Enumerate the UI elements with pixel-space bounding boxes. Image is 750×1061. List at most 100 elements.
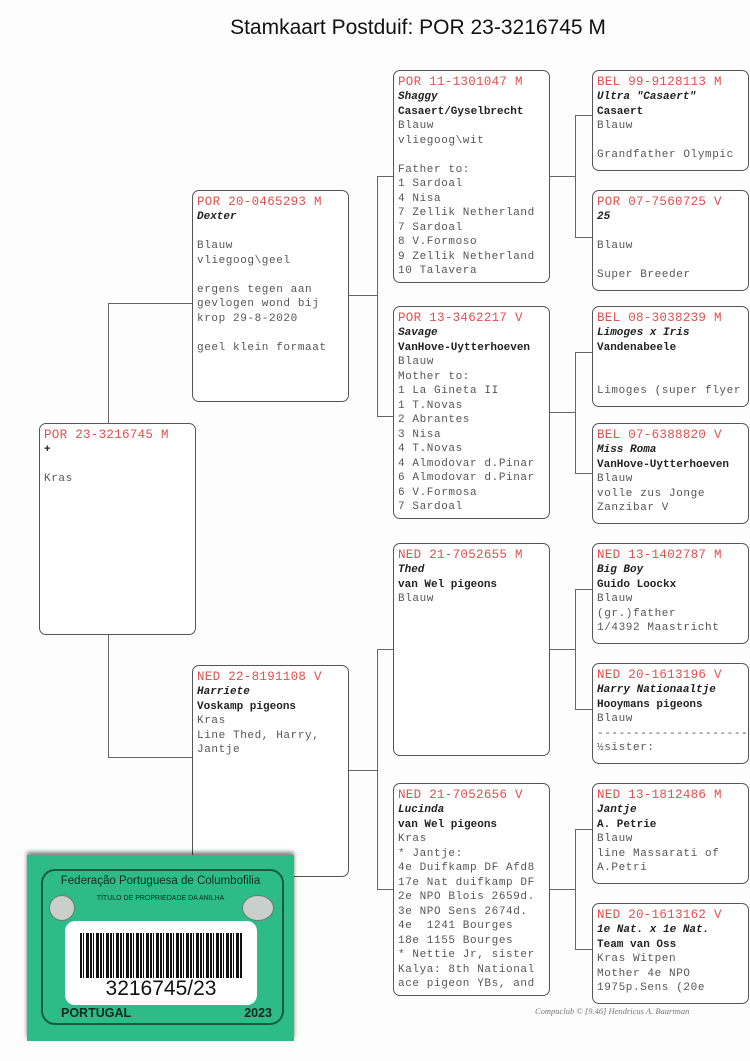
info-line: Zanzibar V (597, 502, 670, 514)
info-line: Super Breeder (597, 269, 691, 281)
info-line (597, 370, 748, 385)
info-line: 6 Almodovar d.Pinar (398, 472, 535, 484)
connector (348, 770, 377, 771)
ring-number: POR 13-3462217 V (398, 311, 523, 325)
card-subtitle: TÍTULO DE PROPRIEDADE DA ANILHA (96, 895, 225, 902)
info-line: line Massarati of (597, 847, 720, 860)
breeder-name: VanHove-Uytterhoeven (398, 341, 531, 354)
info-line: geel klein formaat (197, 341, 327, 354)
info-line: Blauw (597, 593, 634, 605)
ring-number: NED 21-7052656 V (398, 788, 523, 802)
info-line: 18e 1155 Bourges (398, 934, 514, 947)
pigeon-name: Ultra "Casaert" (597, 91, 697, 103)
federation-seal-icon (49, 895, 75, 921)
ring-number: BEL 99-9128113 M (597, 75, 722, 89)
pigeon-name: Big Boy (597, 564, 644, 576)
card-country: PORTUGAL (61, 1006, 132, 1020)
info-line: Blauw (197, 240, 234, 252)
info-line: Blauw (398, 120, 435, 132)
card-frame (41, 869, 284, 1025)
ring-number: NED 13-1402787 M (597, 548, 722, 562)
info-line: Father to: (398, 163, 471, 176)
breeder-name (597, 225, 748, 240)
info-line: 2 Abrantes (398, 414, 471, 426)
connector (108, 303, 192, 304)
info-line (597, 134, 748, 149)
breeder-name: Casaert (597, 105, 644, 118)
ring-number: POR 07-7560725 V (597, 195, 722, 209)
info-line: 4 Nisa (398, 192, 442, 205)
connector (377, 176, 378, 416)
info-line: Blauw (597, 240, 634, 252)
ring-number: POR 23-3216745 M (44, 428, 169, 442)
info-line: Limoges (super flyer (597, 385, 742, 397)
info-line: 3 Nisa (398, 428, 442, 441)
info-line: 4 Almodovar d.Pinar (398, 457, 535, 470)
info-line: A.Petri (597, 862, 648, 874)
connector (575, 115, 576, 237)
connector (575, 473, 592, 474)
info-line: ergens tegen aan (197, 283, 313, 296)
pigeon-name: Harriete (197, 686, 250, 698)
info-line: 4 T.Novas (398, 443, 463, 455)
info-line: 1 Sardoal (398, 178, 463, 190)
pigeon-name: Limoges x Iris (597, 327, 690, 339)
breeder-name (197, 225, 348, 240)
pigeon-card-subject[interactable]: POR 23-3216745 M+Kras (39, 423, 196, 635)
info-line: --------------------- (597, 727, 749, 740)
connector (549, 649, 575, 650)
ring-number: NED 20-1613162 V (597, 908, 722, 922)
info-line: Grandfather Olympic (597, 149, 734, 161)
pigeon-name: Miss Roma (597, 444, 657, 456)
breeder-name: VanHove-Uytterhoeven (597, 458, 730, 471)
ring-number: BEL 08-3038239 M (597, 311, 722, 325)
info-line: vliegoog\wit (398, 134, 485, 147)
pigeon-name: 25 (597, 211, 611, 223)
connector (575, 709, 592, 710)
info-line: gevlogen wond bij (197, 298, 320, 310)
connector (575, 352, 592, 353)
info-line: 2e NPO Blois 2659d. (398, 891, 535, 903)
info-line (197, 326, 348, 341)
info-line (597, 355, 748, 370)
card-year: 2023 (244, 1006, 272, 1020)
breeder-name: Vandenabeele (597, 341, 677, 354)
connector (348, 295, 377, 296)
info-line: * Nettie Jr, sister (398, 949, 535, 961)
info-line: 7 Sardoal (398, 501, 463, 513)
info-line: Blauw (398, 356, 435, 368)
ring-number: NED 22-8191108 V (197, 670, 322, 684)
pigeon-name: Harry Nationaaltje (597, 684, 716, 696)
info-line (597, 254, 748, 269)
connector (575, 237, 592, 238)
info-line: Kras (44, 473, 73, 485)
info-line: ½sister: (597, 742, 655, 754)
info-line: 9 Zellik Netherland (398, 250, 535, 263)
pigeon-name: Thed (398, 564, 425, 576)
connector (108, 757, 192, 758)
breeder-name: Voskamp pigeons (197, 700, 297, 713)
pigeon-name: Shaggy (398, 91, 438, 103)
breeder-name: A. Petrie (597, 818, 657, 831)
info-line: 6 V.Formosa (398, 486, 478, 499)
info-line: Blauw (597, 833, 634, 845)
ring-number: POR 11-1301047 M (398, 75, 523, 89)
ring-number: 3216745/23 (105, 977, 217, 1000)
info-line: ace pigeon YBs, and (398, 978, 535, 990)
info-line: 4e 1241 Bourges (398, 920, 514, 932)
connector (575, 589, 576, 709)
